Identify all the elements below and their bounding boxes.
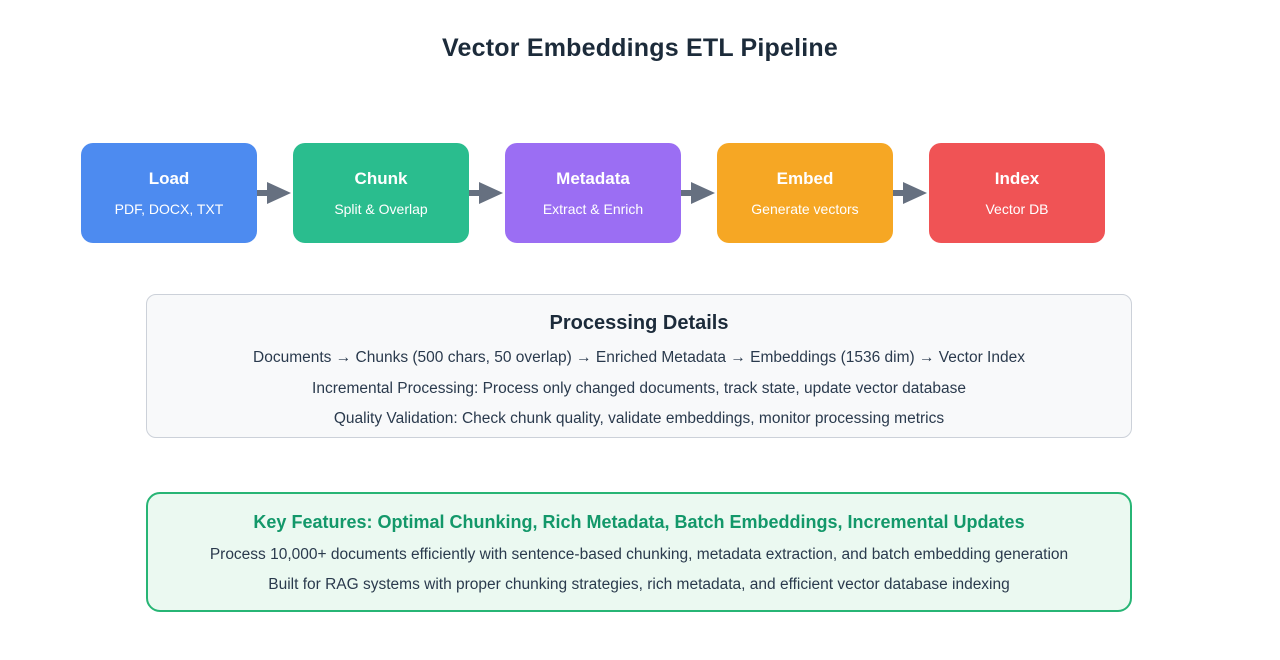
key-features-scale-line: Process 10,000+ documents efficiently wi…	[209, 546, 1069, 563]
processing-details-incremental-line: Incremental Processing: Process only cha…	[312, 379, 966, 397]
flow-arrow-icon	[257, 182, 291, 204]
flow-arrow-icon	[681, 182, 715, 204]
processing-details-flow-line: Documents → Chunks (500 chars, 50 overla…	[253, 349, 1025, 366]
stage-chunk-title: Chunk	[354, 169, 408, 188]
processing-details-panel: Processing Details Documents → Chunks (5…	[146, 294, 1132, 438]
key-features-title: Key Features: Optimal Chunking, Rich Met…	[253, 512, 1025, 532]
stage-chunk: Chunk Split & Overlap	[293, 143, 469, 243]
stage-index-subtitle: Vector DB	[985, 201, 1049, 217]
stage-embed-title: Embed	[776, 169, 834, 188]
key-features-rag-line: Built for RAG systems with proper chunki…	[268, 575, 1010, 593]
flow-arrow-icon	[469, 182, 503, 204]
stage-index-title: Index	[994, 169, 1040, 188]
processing-details-title: Processing Details	[549, 312, 729, 334]
stage-index: Index Vector DB	[929, 143, 1105, 243]
stage-metadata: Metadata Extract & Enrich	[505, 143, 681, 243]
stage-metadata-subtitle: Extract & Enrich	[542, 201, 644, 217]
stage-chunk-subtitle: Split & Overlap	[334, 201, 428, 217]
stage-load: Load PDF, DOCX, TXT	[81, 143, 257, 243]
key-features-panel: Key Features: Optimal Chunking, Rich Met…	[146, 492, 1132, 612]
stage-load-title: Load	[148, 169, 190, 188]
flow-arrow-icon	[893, 182, 927, 204]
page-title: Vector Embeddings ETL Pipeline	[442, 34, 838, 62]
stage-embed: Embed Generate vectors	[717, 143, 893, 243]
processing-details-quality-line: Quality Validation: Check chunk quality,…	[333, 410, 945, 427]
stage-load-subtitle: PDF, DOCX, TXT	[114, 201, 224, 217]
stage-metadata-title: Metadata	[556, 169, 630, 188]
stage-embed-subtitle: Generate vectors	[751, 201, 859, 217]
